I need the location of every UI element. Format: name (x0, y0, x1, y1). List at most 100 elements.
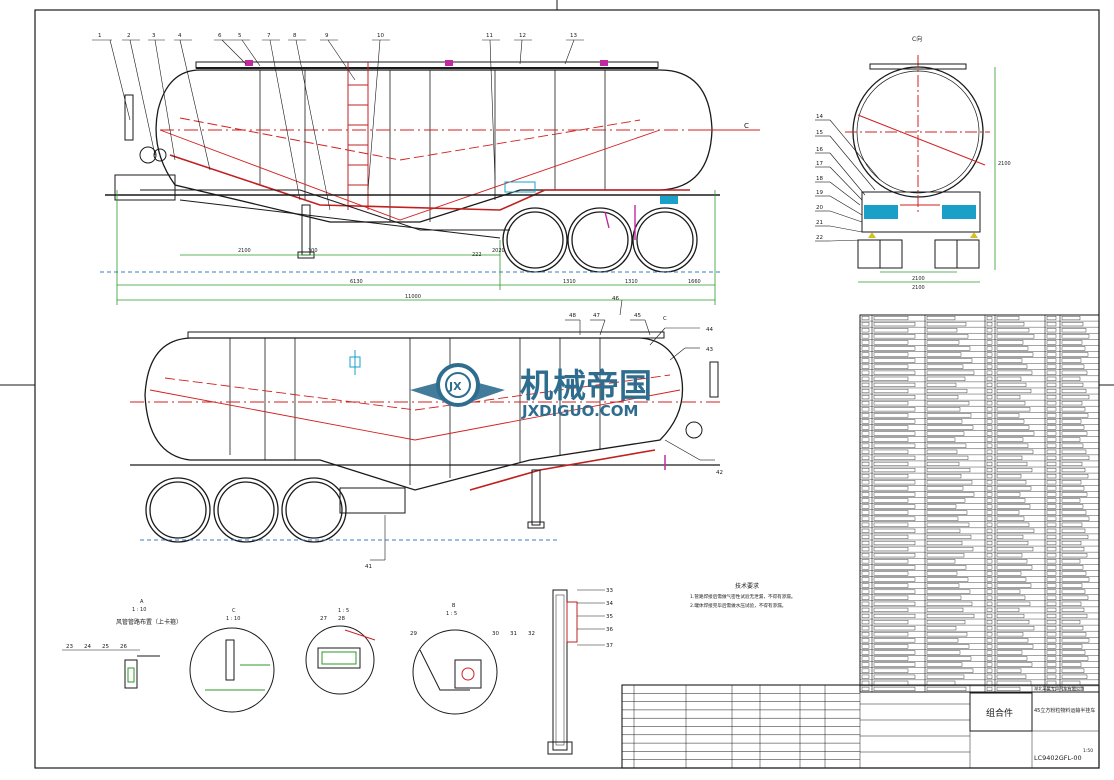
detail-view-d: B 1 : 5 29 30 31 32 (410, 603, 535, 715)
parts-list-cell-glyph (861, 553, 870, 558)
parts-list-cell-glyph (861, 601, 870, 606)
section-mark-c: C (744, 122, 749, 130)
parts-list-cell-glyph (1061, 522, 1083, 527)
parts-list-cell-glyph (873, 559, 909, 564)
parts-list-cell-glyph (873, 455, 916, 460)
balloon-label: 9 (325, 33, 329, 39)
parts-list-cell-glyph (986, 328, 993, 333)
parts-list-cell-glyph (861, 395, 870, 400)
parts-list-cell-glyph (986, 613, 993, 619)
parts-list-cell-glyph (996, 461, 1028, 467)
parts-list-cell-glyph (1061, 468, 1086, 473)
parts-list-cell-glyph (1061, 510, 1087, 515)
parts-list-cell-glyph (873, 468, 916, 473)
parts-list-cell-glyph (861, 626, 870, 631)
parts-list-cell-glyph (986, 583, 993, 588)
parts-list-cell-glyph (926, 540, 963, 546)
parts-list-cell-glyph (861, 571, 870, 576)
parts-list-cell-glyph (873, 395, 916, 400)
parts-list-cell-glyph (873, 413, 909, 418)
parts-list-cell-glyph (926, 316, 956, 321)
parts-list-cell-glyph (1046, 516, 1057, 521)
parts-list-cell-glyph (926, 565, 967, 570)
parts-list-cell-glyph (926, 352, 962, 357)
parts-list-cell-glyph (1061, 595, 1089, 600)
parts-list-cell-glyph (1046, 607, 1057, 612)
parts-list-cell-glyph (926, 492, 975, 497)
parts-list-cell-glyph (926, 626, 957, 631)
parts-list-cell-glyph (873, 668, 909, 673)
parts-list-cell-glyph (996, 516, 1025, 521)
parts-list-cell-glyph (861, 595, 870, 600)
parts-list-cell-glyph (986, 589, 993, 594)
parts-list-cell-glyph (873, 401, 909, 406)
parts-list-cell-glyph (861, 352, 870, 357)
parts-list-cell-glyph (926, 486, 964, 491)
parts-list-cell-glyph (986, 443, 993, 448)
parts-list-cell-glyph (986, 370, 993, 375)
parts-list-cell-glyph (873, 328, 909, 333)
parts-list-cell-glyph (986, 522, 993, 527)
parts-list-cell-glyph (926, 674, 965, 679)
parts-list-cell-glyph (986, 346, 993, 351)
tech-note-line: 1.管路焊接后需做气密性试验无泄漏，不得有渗漏。 (690, 593, 795, 600)
parts-list-cell-glyph (996, 656, 1028, 661)
parts-list-cell-glyph (926, 419, 963, 424)
parts-list-cell-glyph (873, 516, 916, 521)
parts-list-cell-glyph (996, 382, 1027, 387)
parts-list-cell-glyph (861, 656, 870, 661)
parts-list-cell-glyph (1061, 388, 1087, 394)
parts-list-cell-glyph (1061, 644, 1083, 649)
parts-list-cell-glyph (1061, 571, 1087, 576)
parts-list-cell-glyph (873, 607, 909, 612)
end-view: C向 2100 2100 2100 (815, 35, 1011, 291)
parts-list-cell-glyph (986, 632, 993, 637)
parts-list-cell-glyph (986, 480, 993, 485)
parts-list-cell-glyph (996, 328, 1030, 333)
parts-list-cell-glyph (861, 534, 870, 539)
parts-list-cell-glyph (926, 686, 967, 692)
parts-list-cell-glyph (1046, 334, 1057, 339)
parts-list-cell-glyph (926, 504, 957, 509)
parts-list-cell-glyph (986, 388, 993, 394)
parts-list-cell-glyph (926, 510, 968, 515)
parts-list-cell-glyph (1061, 680, 1081, 685)
balloon-label: 11 (486, 33, 493, 39)
balloon-label: 29 (410, 631, 417, 637)
parts-list-cell-glyph (1061, 577, 1090, 582)
parts-list-cell-glyph (1046, 595, 1057, 600)
title-block: 组合件 45立方粉粒物料运输半挂车 湖北某某专用汽车有限公司 LC9402GFL… (621, 684, 1100, 769)
parts-list-cell-glyph (996, 480, 1027, 485)
detail-view-e: 33 34 35 36 37 (547, 588, 613, 755)
dim-text: 11000 (405, 294, 421, 300)
parts-list-cell-glyph (996, 413, 1020, 418)
parts-list-cell-glyph (1046, 638, 1057, 643)
balloon-label: 8 (293, 33, 297, 39)
parts-list-cell-glyph (1046, 528, 1057, 533)
parts-list-cell-glyph (986, 620, 993, 625)
parts-list-cell-glyph (996, 620, 1030, 625)
parts-list-cell-glyph (873, 449, 909, 454)
parts-list-cell-glyph (926, 601, 973, 606)
parts-list-cell-glyph (996, 510, 1020, 515)
parts-list-cell-glyph (926, 388, 968, 394)
parts-list-cell-glyph (873, 577, 916, 582)
parts-list-cell-glyph (996, 370, 1033, 375)
parts-list-cell-glyph (861, 413, 870, 418)
parts-list-cell-glyph (996, 540, 1029, 546)
parts-list-cell-glyph (861, 583, 870, 588)
parts-list-cell-glyph (873, 650, 916, 655)
parts-list-cell-glyph (986, 352, 993, 357)
parts-list-cell-glyph (996, 680, 1032, 685)
parts-list-cell-glyph (1046, 382, 1057, 387)
parts-list-cell-glyph (1046, 662, 1057, 667)
balloon-label: 28 (338, 616, 345, 622)
parts-list-cell-glyph (873, 601, 916, 606)
parts-list-cell-glyph (986, 455, 993, 460)
parts-list-cell-glyph (861, 680, 870, 685)
parts-list-cell-glyph (873, 644, 909, 649)
parts-list-cell-glyph (986, 340, 993, 345)
parts-list-cell-glyph (1046, 534, 1057, 539)
parts-list-cell-glyph (1046, 395, 1057, 400)
